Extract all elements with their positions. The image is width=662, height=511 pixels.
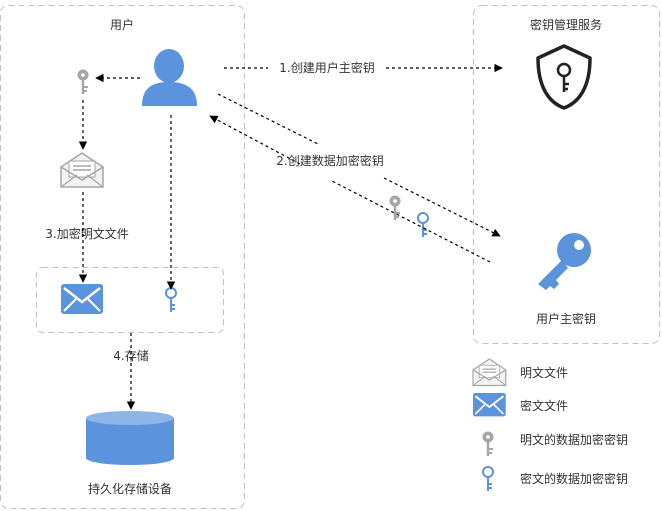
storage-cylinder-icon — [86, 411, 174, 465]
legend-label-ciphertext-dek: 密文的数据加密密钥 — [520, 471, 628, 486]
ciphertext-dek-transit-icon — [417, 212, 429, 238]
step3-label: 3.加密明文文件 — [45, 226, 128, 241]
legend-open-envelope-icon — [472, 358, 507, 387]
legend-sealed-envelope-icon — [472, 392, 507, 418]
arrows-group — [78, 63, 503, 410]
master-key-label: 用户主密钥 — [536, 311, 596, 326]
user-panel — [0, 5, 245, 509]
master-key-icon — [538, 233, 591, 290]
kms-panel-title: 密钥管理服务 — [530, 17, 602, 32]
step2-label: 2.创建数据加密密钥 — [276, 153, 383, 168]
legend-label-plaintext-file: 明文文件 — [520, 365, 568, 380]
legend: 明文文件 密文文件 明文的数据加密密钥 密文的数据加密密钥 — [472, 358, 628, 492]
legend-label-plaintext-dek: 明文的数据加密密钥 — [520, 432, 628, 447]
ciphertext-dek-key-icon — [165, 287, 177, 313]
encrypted-bundle-box — [36, 267, 224, 333]
user-panel-title: 用户 — [110, 17, 134, 32]
legend-blue-key-icon — [482, 466, 494, 492]
legend-gray-key-icon — [482, 431, 494, 456]
storage-label: 持久化存储设备 — [88, 481, 172, 496]
ciphertext-file-icon — [59, 282, 105, 316]
kms-panel — [473, 5, 660, 344]
legend-label-ciphertext-file: 密文文件 — [520, 398, 568, 413]
user-avatar-icon — [142, 49, 197, 106]
plaintext-dek-key-icon — [77, 69, 89, 94]
shield-key-icon — [536, 44, 592, 110]
step1-label: 1.创建用户主密钥 — [279, 60, 374, 75]
plaintext-file-icon — [60, 152, 104, 188]
step4-label: 4.存储 — [113, 348, 148, 363]
plaintext-dek-transit-icon — [389, 195, 401, 220]
